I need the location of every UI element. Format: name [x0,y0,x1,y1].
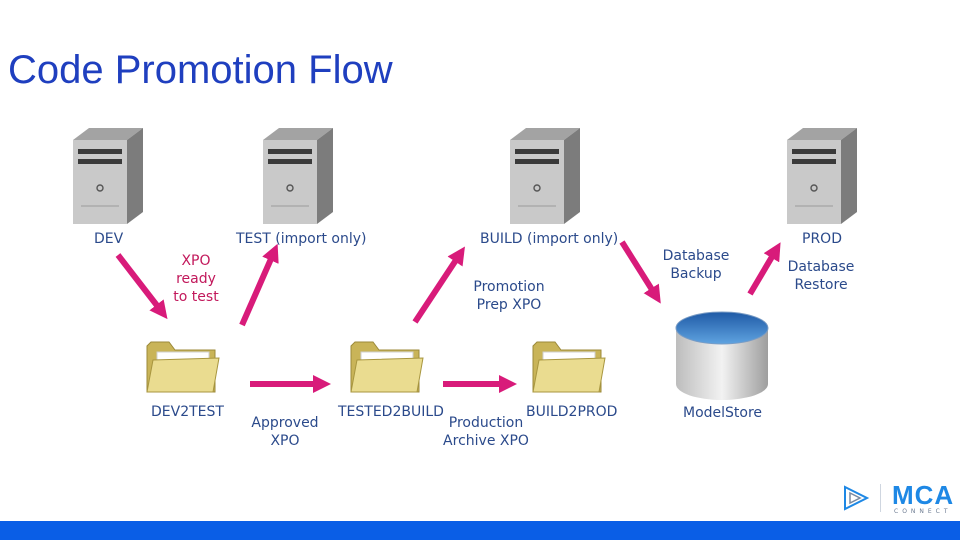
label-promotion-prep-line-1: Promotion [473,279,545,295]
arrow-tested2build-to-build [412,246,465,324]
label-database-backup: Database Backup [658,247,734,283]
server-test-icon [263,128,333,224]
label-production-archive-line-2: Archive XPO [443,433,529,449]
label-database-restore-line-1: Database [787,259,855,275]
server-label-dev: DEV [94,231,124,247]
server-build-icon [510,128,580,224]
folder-build2prod-icon [532,341,606,393]
label-promotion-prep-line-2: Prep XPO [476,297,542,313]
database-modelstore-icon [675,311,769,400]
arrow-dev2test-to-test [239,243,279,327]
page-title: Code Promotion Flow [8,48,393,92]
label-database-restore: Database Restore [782,258,860,294]
label-xpo-ready: XPO ready to test [168,252,224,306]
arrow-modelstore-to-prod [747,242,781,296]
label-database-backup-line-2: Backup [670,266,722,282]
arrow-dev-to-dev2test [115,253,168,320]
play-triangles-icon [844,485,870,511]
server-label-prod: PROD [802,231,842,247]
label-xpo-ready-line-1: XPO [181,253,211,269]
label-xpo-ready-line-2: ready [176,271,216,287]
label-production-archive: Production Archive XPO [440,414,532,450]
logo-divider [880,484,881,512]
server-prod-icon [787,128,857,224]
folder-dev2test-icon [146,341,220,393]
label-database-backup-line-1: Database [662,248,730,264]
folder-label-tested2build: TESTED2BUILD [338,404,444,420]
label-promotion-prep: Promotion Prep XPO [468,278,550,314]
bottom-bar [0,521,960,540]
label-approved-xpo-line-2: XPO [270,433,300,449]
mca-connect-logo: MCA CONNECT [838,480,953,516]
database-label: ModelStore [683,405,763,421]
label-production-archive-line-1: Production [448,415,524,431]
folder-tested2build-icon [350,341,424,393]
server-label-build: BUILD (import only) [480,231,619,247]
arrow-build-to-modelstore [619,240,661,304]
server-label-test: TEST (import only) [236,231,367,247]
label-database-restore-line-2: Restore [794,277,848,293]
label-xpo-ready-line-3: to test [173,289,219,305]
folder-label-build2prod: BUILD2PROD [526,404,618,420]
label-approved-xpo-line-1: Approved [251,415,319,431]
logo-name: MCA [892,480,955,510]
label-approved-xpo: Approved XPO [248,414,322,450]
folder-label-dev2test: DEV2TEST [151,404,224,420]
server-dev-icon [73,128,143,224]
logo-sub: CONNECT [894,508,952,515]
